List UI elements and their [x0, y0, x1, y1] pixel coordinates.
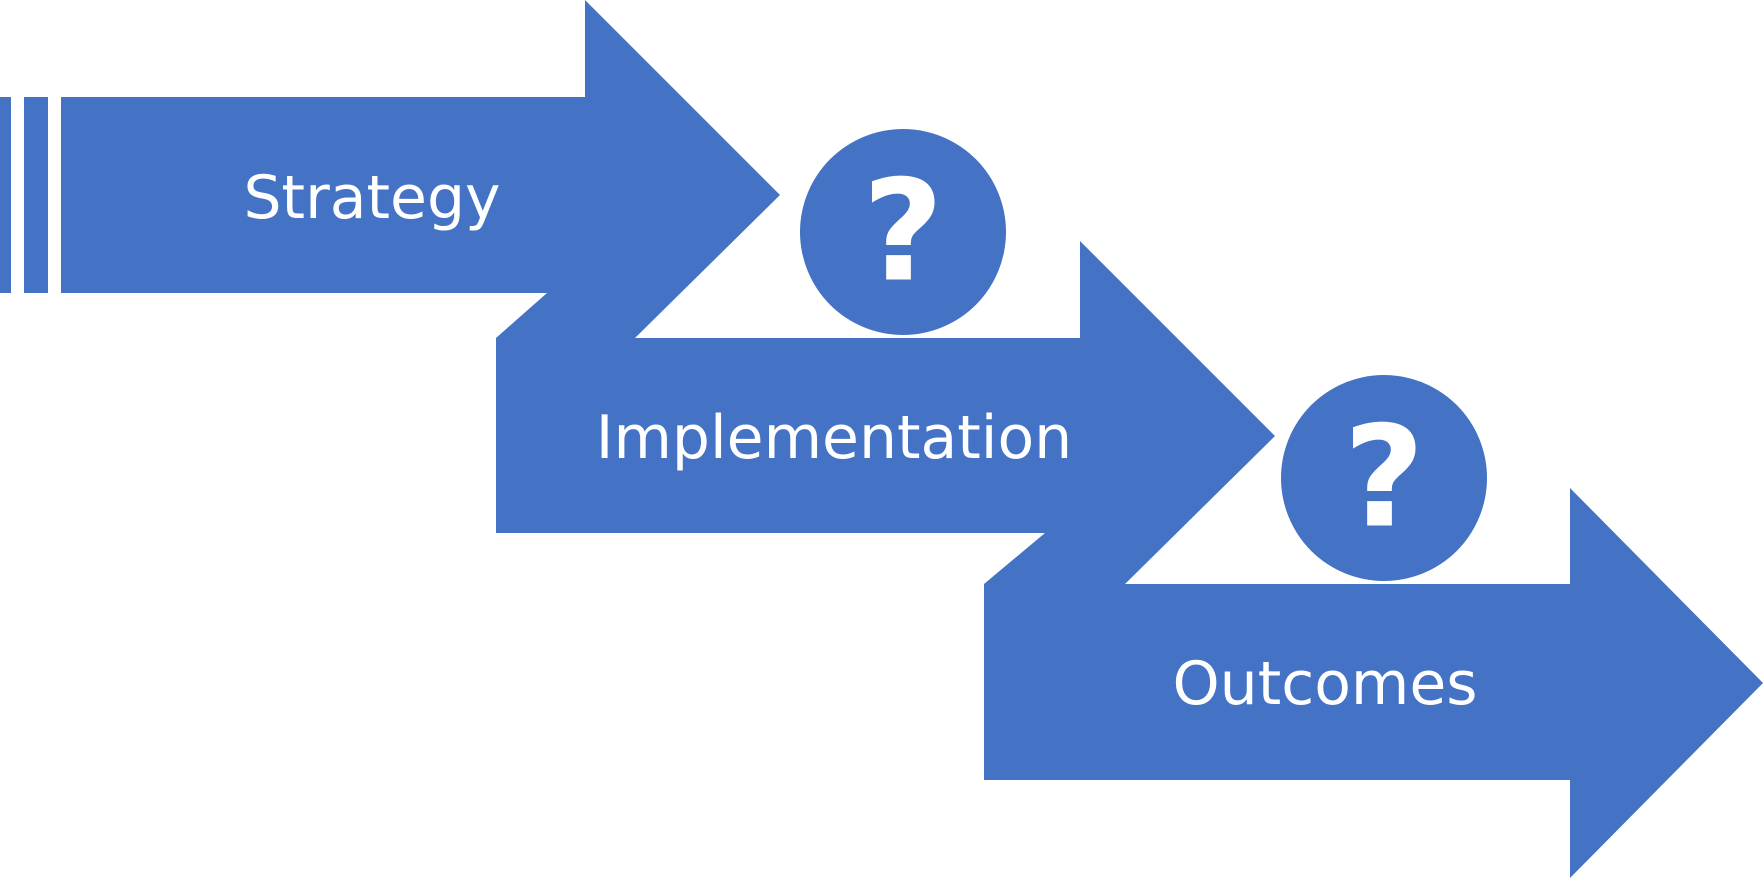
arrow-outcomes: [984, 488, 1763, 878]
step-label-outcomes: Outcomes: [1172, 649, 1477, 719]
arrow-strategy: [61, 0, 780, 338]
step-label-strategy: Strategy: [243, 163, 500, 233]
tail-stripe-2: [24, 97, 48, 293]
arrow-tail-stripes: [0, 97, 48, 293]
question-circle-1: [800, 129, 1006, 335]
transition-1: ?: [800, 129, 1006, 335]
question-mark-icon: ?: [862, 151, 943, 314]
step-label-implementation: Implementation: [596, 403, 1072, 473]
question-mark-icon: ?: [1343, 397, 1424, 560]
question-circle-2: [1281, 375, 1487, 581]
arrow-implementation: [496, 241, 1275, 584]
transition-2: ?: [1281, 375, 1487, 581]
tail-stripe-1: [0, 97, 11, 293]
